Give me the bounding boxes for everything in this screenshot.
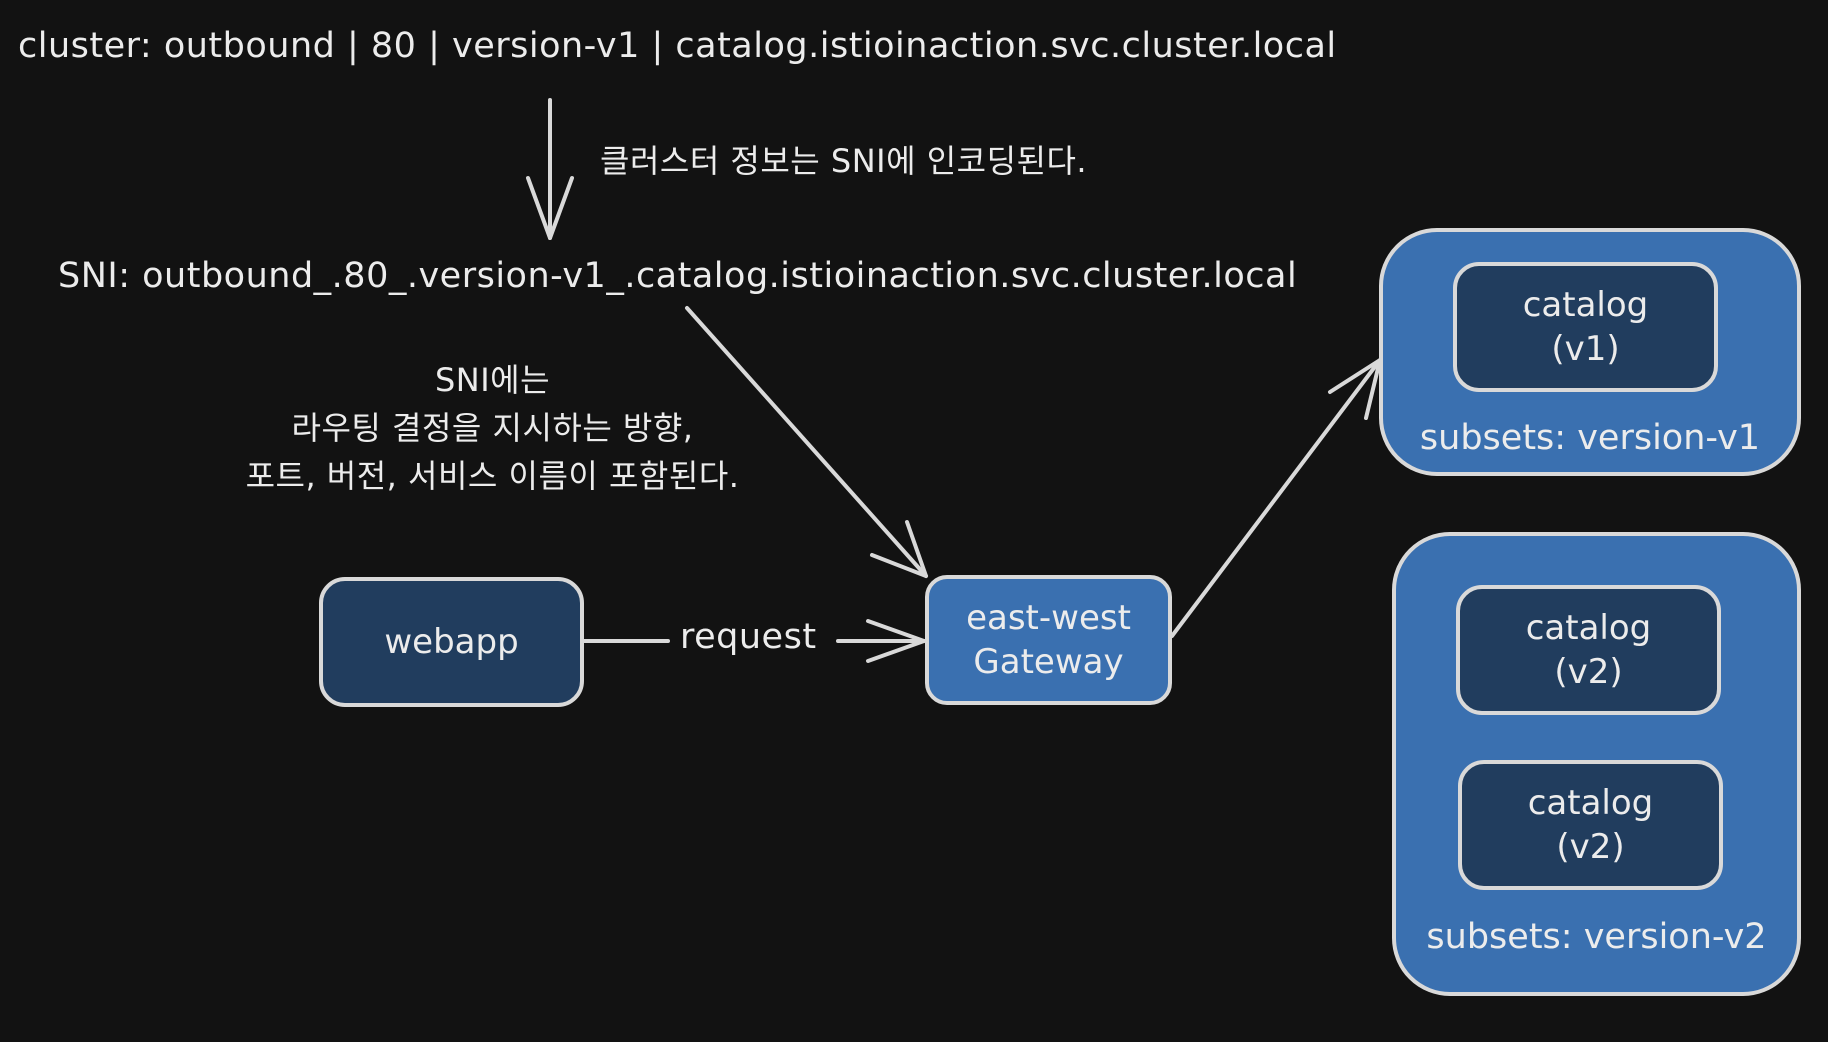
sni-note-line-3: 포트, 버전, 서비스 이름이 포함된다. xyxy=(245,457,740,495)
east-west-gateway-node: east-west Gateway xyxy=(925,575,1172,705)
sni-to-gateway-arrow xyxy=(685,306,928,578)
gateway-label-line-2: Gateway xyxy=(973,642,1124,682)
sni-note-line-1: SNI에는 xyxy=(434,361,551,399)
catalog-v2-node-2: catalog (v2) xyxy=(1458,760,1723,890)
subset-v2-label: subsets: version-v2 xyxy=(1426,917,1767,957)
request-label: request xyxy=(680,617,817,657)
request-arrow xyxy=(582,619,926,663)
sni-note-line-2: 라우팅 결정을 지시하는 방향, xyxy=(291,409,694,447)
encode-note: 클러스터 정보는 SNI에 인코딩된다. xyxy=(600,142,1088,180)
catalog-v2-node-1: catalog (v2) xyxy=(1456,585,1721,715)
catalog-v1-label-line-1: catalog xyxy=(1522,284,1649,325)
webapp-node: webapp xyxy=(319,577,584,707)
cluster-to-sni-arrow xyxy=(526,98,574,240)
sni-note: SNI에는 라우팅 결정을 지시하는 방향, 포트, 버전, 서비스 이름이 포… xyxy=(160,356,825,500)
cluster-line: cluster: outbound | 80 | version-v1 | ca… xyxy=(18,26,1337,66)
catalog-v2a-label-line-2: (v2) xyxy=(1554,652,1623,692)
webapp-label: webapp xyxy=(384,621,519,662)
catalog-v1-label-line-2: (v1) xyxy=(1551,329,1620,369)
catalog-v2a-label-line-1: catalog xyxy=(1525,607,1652,648)
gateway-to-v1-arrow xyxy=(1170,358,1382,638)
sni-line: SNI: outbound_.80_.version-v1_.catalog.i… xyxy=(58,256,1298,296)
catalog-v2b-label-line-1: catalog xyxy=(1527,782,1654,823)
subset-v1-label: subsets: version-v1 xyxy=(1419,418,1761,458)
gateway-label-line-1: east-west xyxy=(966,597,1131,638)
catalog-v1-node: catalog (v1) xyxy=(1453,262,1718,392)
catalog-v2b-label-line-2: (v2) xyxy=(1556,827,1625,867)
